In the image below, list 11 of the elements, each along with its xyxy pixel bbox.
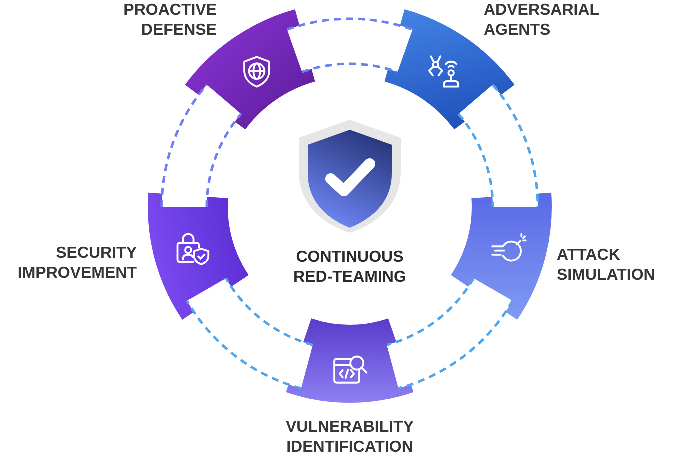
segment-label: VULNERABILITY IDENTIFICATION	[285, 418, 415, 458]
dashed-connector	[386, 277, 514, 390]
segment-label: ATTACK SIMULATION	[557, 246, 656, 286]
dashed-connector	[186, 277, 314, 390]
dashed-connector	[458, 84, 540, 208]
dashed-connector	[286, 18, 414, 74]
center-label: CONTINUOUS RED-TEAMING	[292, 248, 408, 288]
segment-label: SECURITY IMPROVEMENT	[16, 244, 137, 284]
dashed-connector	[160, 84, 242, 208]
segment-label: ADVERSARIAL AGENTS	[484, 1, 600, 41]
segment-label: PROACTIVE DEFENSE	[122, 1, 217, 41]
